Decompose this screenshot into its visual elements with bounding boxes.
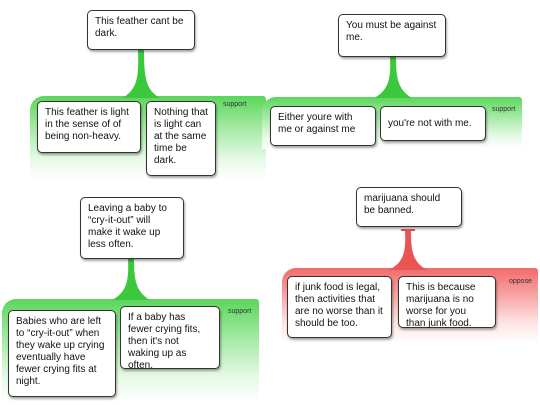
premise-box-3b[interactable]: If a baby has fewer crying fits, then it… — [120, 306, 220, 371]
premise-text-3b: If a baby has fewer crying fits, then it… — [128, 312, 201, 371]
premise-text-1b: Nothing that is light can at the same ti… — [154, 107, 208, 166]
claim-text-4: marijuana should be banned. — [364, 193, 441, 216]
premise-box-3a[interactable]: Babies who are left to “cry-it-out” when… — [8, 310, 116, 397]
premise-text-2b: you're not with me. — [388, 117, 472, 129]
claim-text-2: You must be against me. — [346, 20, 437, 43]
premise-text-4a: if junk food is legal, then activities t… — [295, 282, 383, 329]
premise-box-4b[interactable]: This is because marijuana is no worse fo… — [398, 276, 496, 329]
premise-box-1a[interactable]: This feather is light in the sense of of… — [37, 101, 141, 153]
premise-box-4a[interactable]: if junk food is legal, then activities t… — [287, 276, 392, 338]
premise-text-1a: This feather is light in the sense of of… — [45, 107, 129, 142]
relation-label-1: support — [223, 101, 247, 108]
relation-label-4: oppose — [509, 278, 532, 285]
claim-box-1[interactable]: This feather cant be dark. — [87, 10, 195, 50]
premise-box-2b[interactable]: you're not with me. — [380, 106, 486, 141]
claim-text-3: Leaving a baby to “cry-it-out” will make… — [88, 203, 167, 250]
claim-box-2[interactable]: You must be against me. — [338, 14, 446, 57]
premise-text-2a: Either youre with me or against me — [278, 112, 356, 135]
premise-text-4b: This is because marijuana is no worse fo… — [406, 282, 476, 329]
claim-box-4[interactable]: marijuana should be banned. — [356, 187, 462, 227]
support-connector-1 — [122, 50, 160, 98]
support-connector-3 — [112, 259, 150, 300]
relation-label-2: support — [492, 106, 516, 113]
premise-box-2a[interactable]: Either youre with me or against me — [270, 106, 376, 146]
relation-label-3: support — [228, 308, 252, 315]
premise-box-1b[interactable]: Nothing that is light can at the same ti… — [146, 101, 216, 176]
claim-box-3[interactable]: Leaving a baby to “cry-it-out” will make… — [80, 197, 184, 259]
oppose-connector — [389, 231, 427, 270]
premise-text-3a: Babies who are left to “cry-it-out” when… — [16, 316, 105, 387]
claim-text-1: This feather cant be dark. — [95, 16, 184, 39]
support-connector-2 — [374, 57, 412, 98]
